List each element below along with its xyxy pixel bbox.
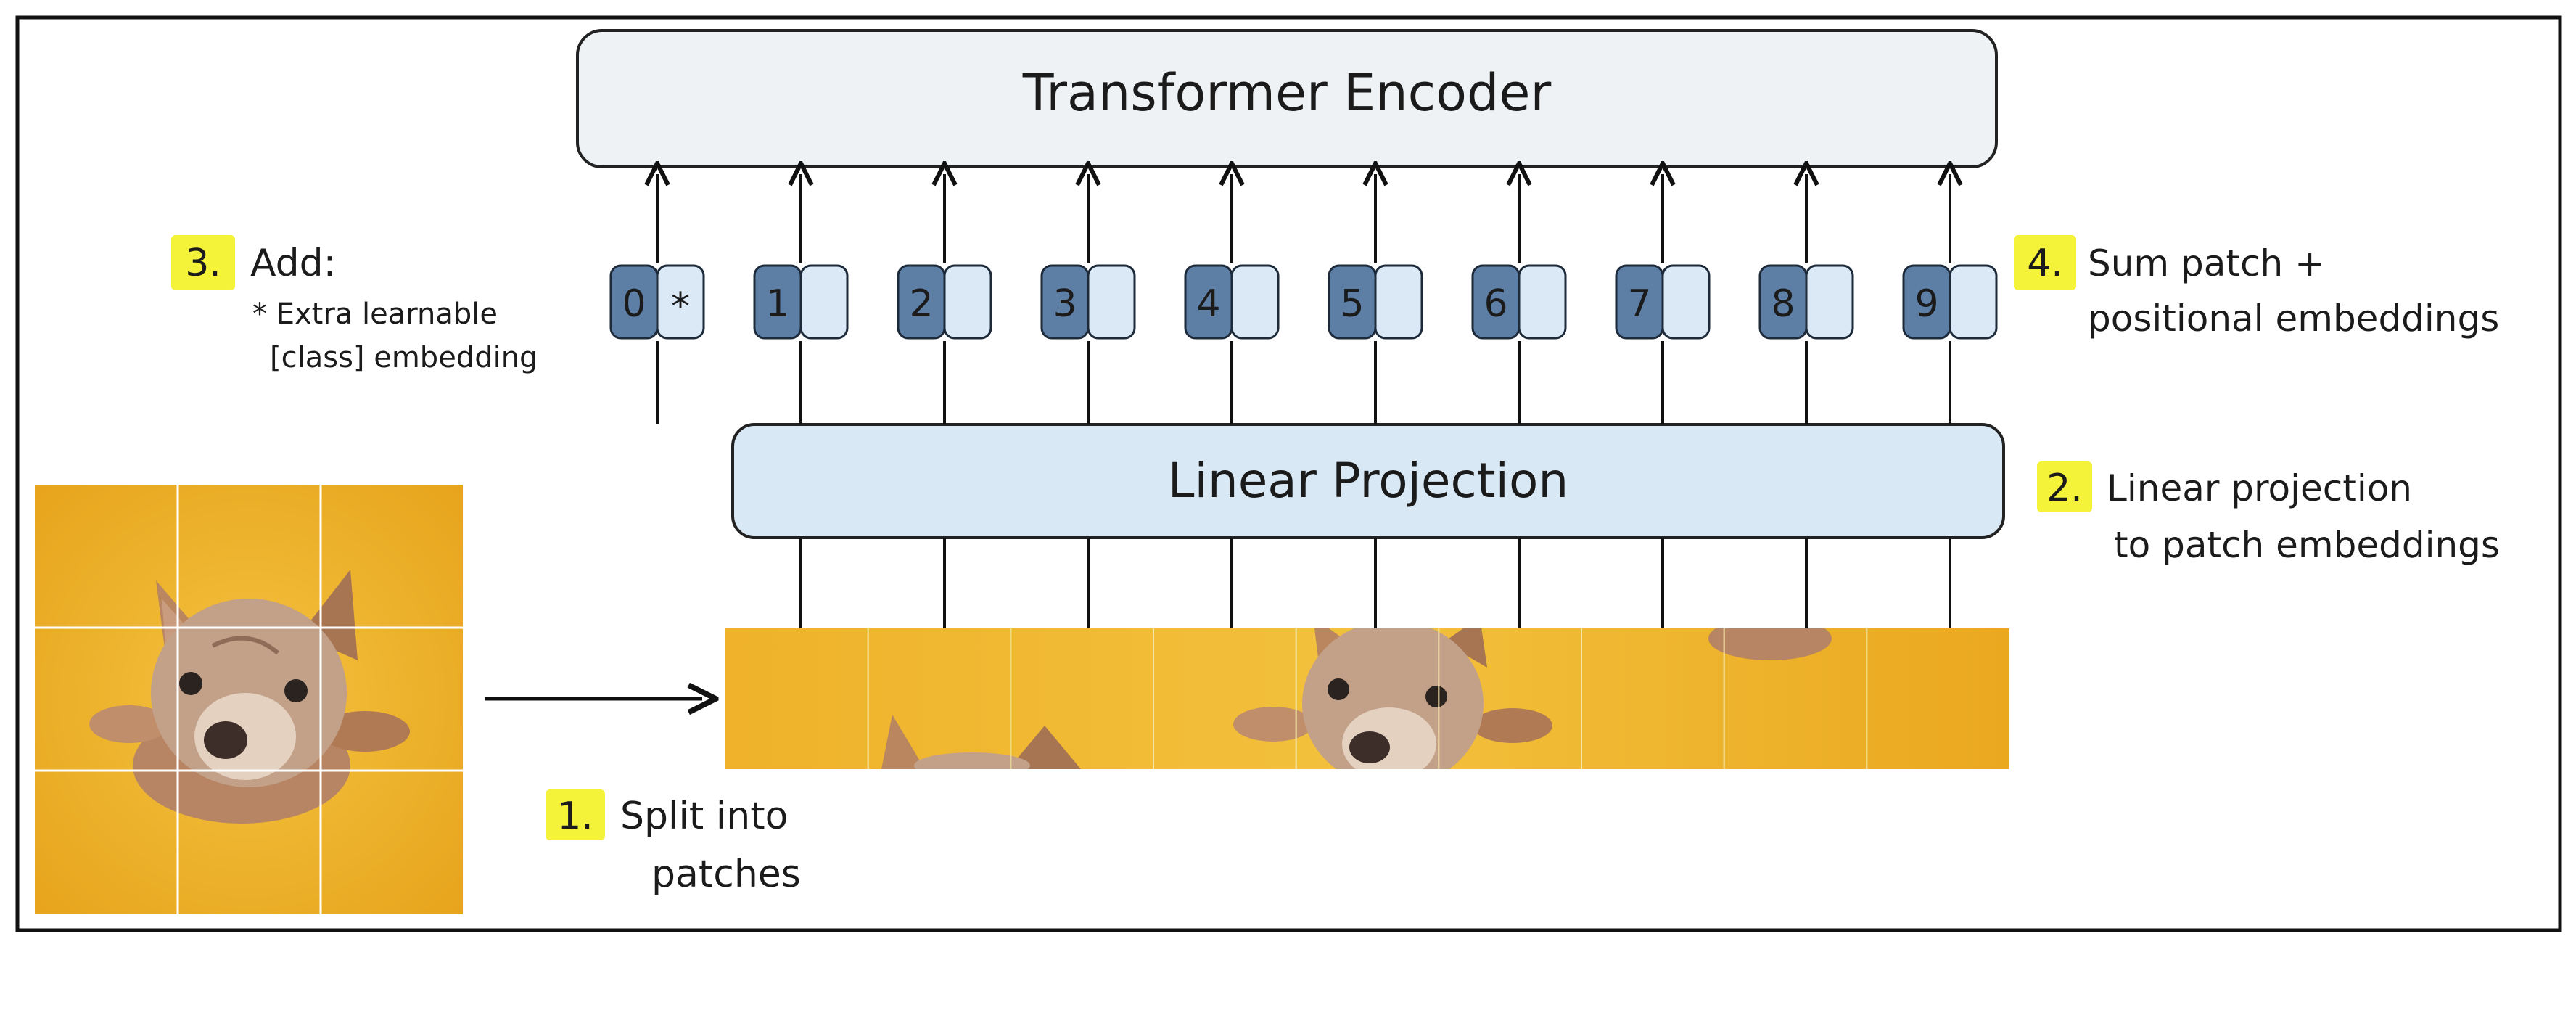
dog-illustration [89, 570, 410, 824]
step-1-annotation: 1. Split into patches [546, 789, 801, 896]
position-index-label: 9 [1914, 282, 1938, 326]
position-index-label: 2 [909, 282, 933, 326]
step-3-annotation: 3. Add: * Extra learnable [class] embedd… [171, 235, 538, 374]
linear-projection-label: Linear Projection [1168, 453, 1568, 509]
linear-projection-block: Linear Projection [731, 423, 2005, 539]
step-4-line1: Sum patch + [2088, 242, 2325, 284]
transformer-encoder-label: Transformer Encoder [1022, 63, 1552, 123]
step-1-line2: patches [651, 853, 801, 896]
step-4-line2: positional embeddings [2088, 297, 2499, 340]
step-2-line1: Linear projection [2107, 467, 2412, 509]
position-index-label: 1 [765, 282, 789, 326]
step-2-line2: to patch embeddings [2114, 524, 2500, 566]
step-1-number: 1. [557, 795, 593, 838]
patch-dog-fragment-ears [881, 715, 1081, 769]
position-index-label: 6 [1484, 282, 1507, 326]
token-9: 9 [1902, 264, 1998, 340]
patch-dog-fragment-body [1708, 628, 1832, 660]
position-index-label: 5 [1340, 282, 1364, 326]
patch-embedding-box [1805, 264, 1854, 340]
patch-embedding-box [1230, 264, 1280, 340]
step-2-annotation: 2. Linear projection to patch embeddings [2037, 461, 2500, 566]
patch-embedding-box [656, 264, 705, 340]
position-index-label: 8 [1771, 282, 1795, 326]
step-3-line2: [class] embedding [270, 341, 538, 374]
patch-strip [725, 628, 2009, 769]
step-3-number: 3. [185, 242, 221, 285]
image-grid [35, 485, 463, 914]
position-index-label: 3 [1053, 282, 1077, 326]
step-3-line1: * Extra learnable [252, 297, 498, 331]
token-7: 7 [1615, 264, 1711, 340]
token-6: 6 [1471, 264, 1567, 340]
step-3-title: Add: [250, 242, 336, 285]
patch-embedding-box [1374, 264, 1423, 340]
token-2: 2 [897, 264, 992, 340]
token-8: 8 [1758, 264, 1854, 340]
token-4: 4 [1184, 264, 1280, 340]
arrow-layer [657, 174, 1950, 628]
patch-embedding-box [1661, 264, 1711, 340]
patch-embedding-box [1949, 264, 1998, 340]
patch-dividers [867, 628, 1868, 769]
step-4-annotation: 4. Sum patch + positional embeddings [2014, 235, 2499, 340]
step-2-number: 2. [2046, 467, 2083, 510]
position-index-label: 0 [622, 282, 646, 326]
class-embedding-mark: * [671, 285, 690, 329]
token-5: 5 [1328, 264, 1423, 340]
patch-dog-fragment-head [1233, 628, 1552, 769]
transformer-encoder-block: Transformer Encoder [576, 29, 1998, 168]
step-4-number: 4. [2027, 242, 2063, 285]
patch-embedding-box [799, 264, 849, 340]
token-1: 1 [753, 264, 849, 340]
input-image [35, 485, 463, 914]
patch-embedding-box [1518, 264, 1567, 340]
position-index-label: 7 [1627, 282, 1651, 326]
token-0: 0* [609, 264, 705, 340]
position-index-label: 4 [1196, 282, 1220, 326]
patch-embedding-box [943, 264, 992, 340]
patch-embedding-box [1087, 264, 1136, 340]
step-1-line1: Split into [620, 795, 788, 838]
token-3: 3 [1040, 264, 1136, 340]
